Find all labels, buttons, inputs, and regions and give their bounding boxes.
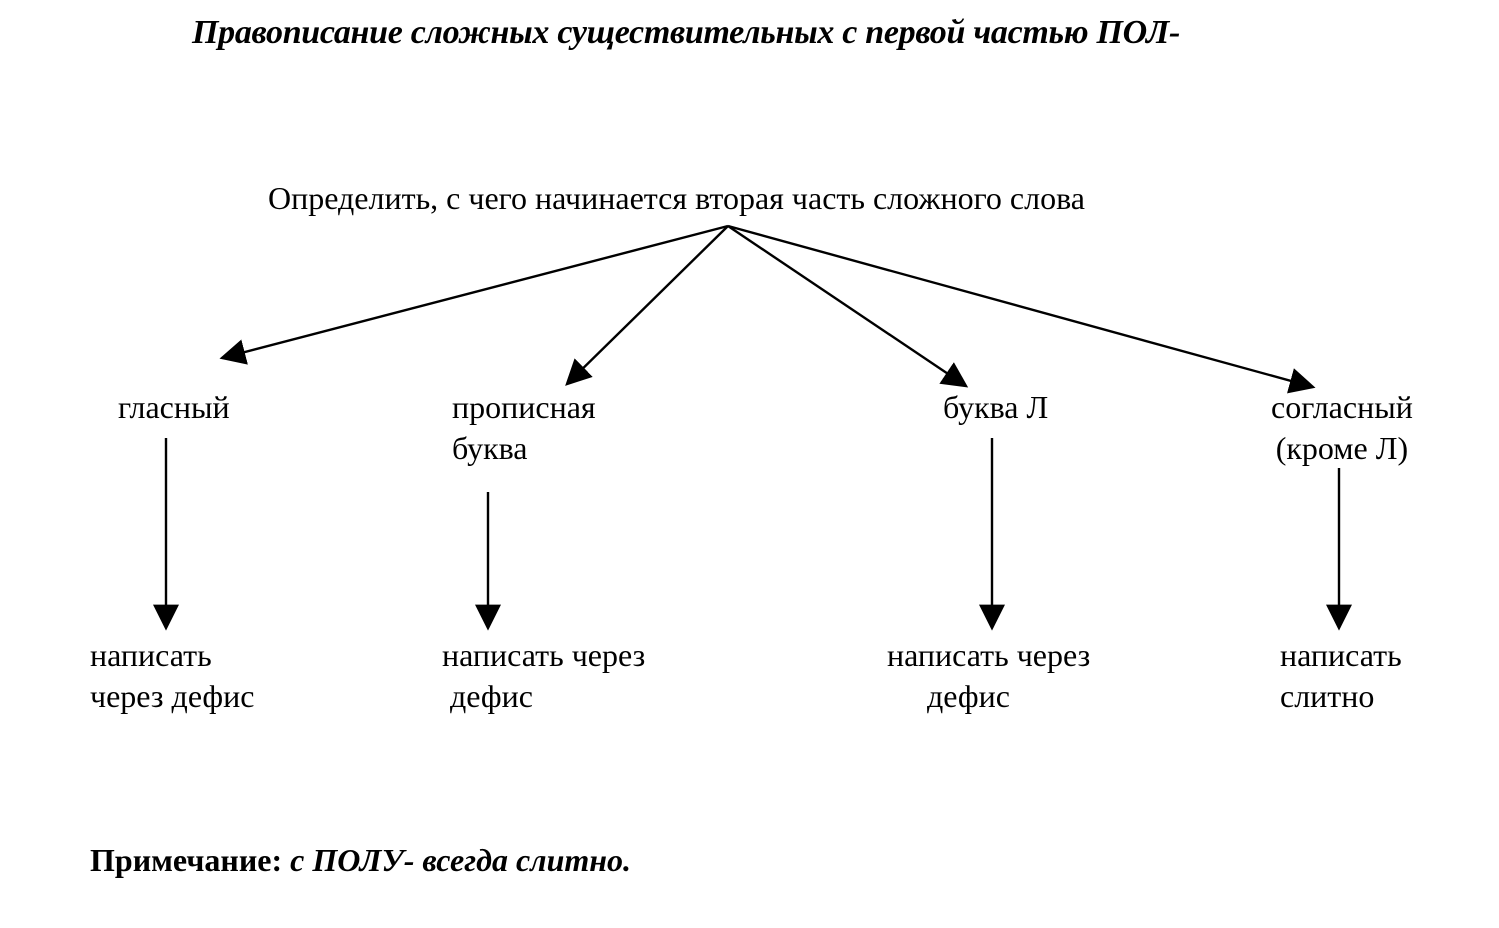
result-line: слитно <box>1280 678 1375 714</box>
diagram-title: Правописание сложных существительных с п… <box>192 14 1181 51</box>
arrow-to-branch-2 <box>565 225 729 386</box>
condition-line: буква <box>452 430 528 466</box>
result-arrows <box>153 438 1352 631</box>
note-label: Примечание: <box>90 842 283 878</box>
result-hyphen-3: написать через дефис <box>887 635 1090 717</box>
condition-capital-letter: прописная буква <box>452 387 596 469</box>
condition-line: гласный <box>118 389 230 425</box>
branch-arrows <box>219 224 1316 394</box>
condition-line: согласный <box>1271 389 1413 425</box>
condition-line: (кроме Л) <box>1275 430 1409 466</box>
condition-line: буква Л <box>943 389 1049 425</box>
arrow-to-branch-3 <box>727 225 969 388</box>
result-line: дефис <box>927 678 1010 714</box>
result-line: написать <box>90 637 212 673</box>
arrow-to-branch-4 <box>727 224 1316 394</box>
root-question: Определить, с чего начинается вторая час… <box>268 180 1085 216</box>
arrow-to-branch-1 <box>219 224 729 365</box>
result-line: написать <box>1280 637 1402 673</box>
condition-vowel: гласный <box>118 387 230 428</box>
result-line: написать через <box>442 637 646 673</box>
note-text: с ПОЛУ- всегда слитно. <box>290 842 632 878</box>
footnote: Примечание: с ПОЛУ- всегда слитно. <box>90 842 631 879</box>
result-line: написать через <box>887 637 1091 673</box>
result-solid: написать слитно <box>1280 635 1402 717</box>
condition-letter-l: буква Л <box>943 387 1048 428</box>
condition-line: прописная <box>452 389 596 425</box>
condition-consonant: согласный (кроме Л) <box>1271 387 1413 469</box>
result-hyphen-2: написать через дефис <box>442 635 645 717</box>
result-line: через дефис <box>90 678 255 714</box>
result-hyphen-1: написать через дефис <box>90 635 254 717</box>
result-line: дефис <box>450 678 533 714</box>
